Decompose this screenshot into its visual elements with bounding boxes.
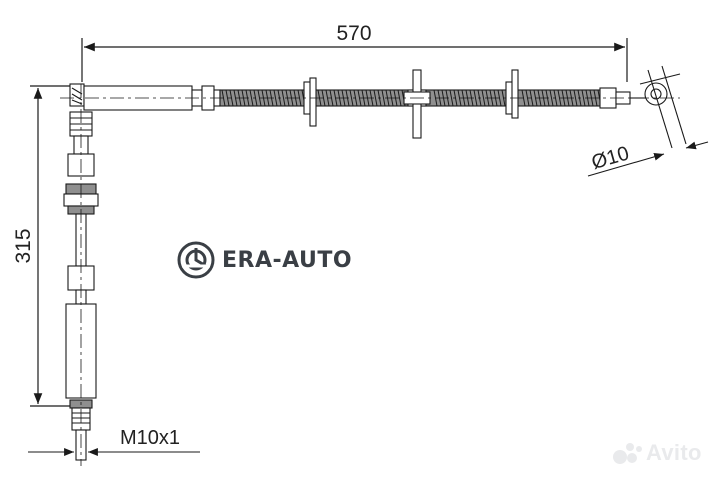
hose-coil-line [529,89,534,107]
hose-coil-line [281,89,286,107]
hose-coil-line [525,89,530,107]
hose-coil-line [573,89,578,107]
thread-label: M10x1 [120,427,180,449]
hose-coil-line [449,89,454,107]
horizontal-hose [69,69,668,139]
hose-coil-line [357,89,362,107]
hose-coil-line [225,89,230,107]
height-label: 315 [12,228,35,263]
hose-coil-line [581,89,586,107]
hose-coil-line [457,89,462,107]
era-auto-brand: ERA-AUTO [222,247,353,273]
avito-brand: Avito [646,440,702,465]
hose-coil-line [497,89,502,107]
hose-coil-line [481,89,486,107]
hose-coil-line [249,89,254,107]
hose-coil-line [325,89,330,107]
hose-coil-line [373,89,378,107]
avito-logo-icon [613,443,642,464]
diameter-label: Ø10 [589,142,631,174]
banjo-bolt [639,65,687,149]
era-auto-logo-icon [177,241,215,279]
hose-coil-line [349,89,354,107]
hose-coil-line [473,89,478,107]
hose-coil-line [397,89,402,107]
hose-coil-line [329,89,334,107]
length-label: 570 [336,22,371,45]
hose-coil-line [229,89,234,107]
length-dimension [81,38,628,82]
hose-coil-line [549,89,554,107]
hose-coil-line [273,89,278,107]
hose-coil-line [381,89,386,107]
hose-coil-line [297,89,302,107]
hose-coil-line [257,89,262,107]
diameter-dimension [587,141,709,177]
era-auto-watermark: ERA-AUTO [176,240,352,280]
hose-coil-line [557,89,562,107]
avito-watermark: Avito [612,440,702,466]
